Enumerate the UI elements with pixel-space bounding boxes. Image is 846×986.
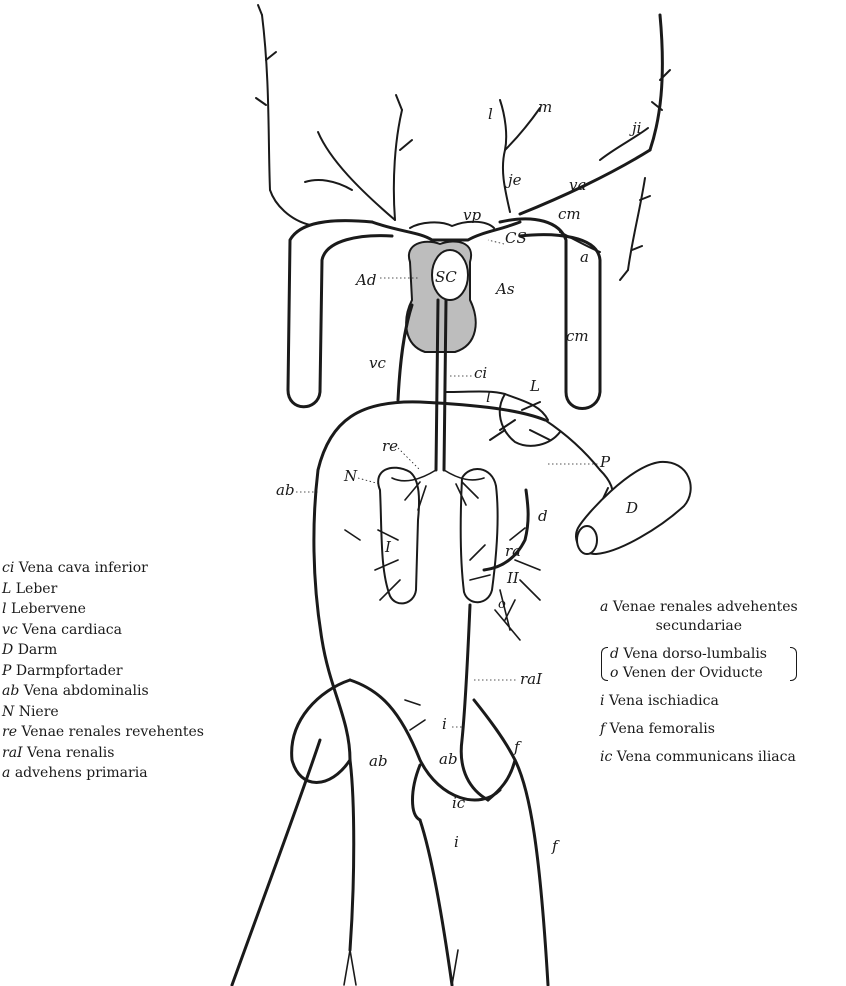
label-rai: raI xyxy=(520,670,543,688)
legend-right-bracket-group: d Vena dorso-lumbalis o Venen der Oviduc… xyxy=(600,645,798,683)
label-vc: vc xyxy=(369,354,386,372)
legend-left-row-ci: ci Vena cava inferior xyxy=(2,558,204,579)
label-darm: D xyxy=(625,499,638,517)
label-va: va xyxy=(569,176,586,194)
label-ab-lower-mid: ab xyxy=(439,750,458,768)
legend-left: ci Vena cava inferior L Leber l Leberven… xyxy=(2,558,204,784)
legend-right-row-o: o Venen der Oviducte xyxy=(610,664,788,683)
label-l: l xyxy=(488,105,493,123)
left-forelimb-veins xyxy=(288,221,392,407)
label-p: P xyxy=(599,453,611,471)
label-vp: vp xyxy=(463,206,481,224)
label-cs: CS xyxy=(505,229,527,247)
label-lebervene: l xyxy=(486,388,491,406)
label-n: N xyxy=(343,467,358,485)
label-ic: ic xyxy=(452,794,466,812)
label-roman-two: II xyxy=(506,569,520,587)
legend-right-row-a: a Venae renales advehentes secundariae xyxy=(600,598,798,636)
label-f-lower: f xyxy=(551,837,560,855)
legend-left-row-niere: N Niere xyxy=(2,702,204,723)
label-roman-one: I xyxy=(384,538,392,556)
label-cm-right: cm xyxy=(566,327,589,345)
label-ab-left: ab xyxy=(276,481,295,499)
label-d: d xyxy=(538,507,548,525)
label-re: re xyxy=(382,437,398,455)
legend-right-row-ic: ic Vena communicans iliaca xyxy=(600,748,798,767)
label-i-upper: i xyxy=(442,715,447,733)
left-arm-branches xyxy=(256,5,412,225)
legend-left-row-darmpfortader: P Darmpfortader xyxy=(2,661,204,682)
label-je: je xyxy=(505,171,522,189)
label-cm-top: cm xyxy=(558,205,581,223)
label-i-lower: i xyxy=(454,833,459,851)
label-liver: L xyxy=(529,377,540,395)
vena-abdominalis xyxy=(292,402,545,800)
label-ad: Ad xyxy=(354,271,376,289)
label-ra: ra xyxy=(505,542,521,560)
legend-left-row-ab: ab Vena abdominalis xyxy=(2,681,204,702)
label-o: o xyxy=(498,597,506,612)
legend-left-row-re: re Venae renales revehentes xyxy=(2,722,204,743)
label-ab-lower-left: ab xyxy=(369,752,388,770)
legend-left-row-darm: D Darm xyxy=(2,640,204,661)
legend-right-row-d: d Vena dorso-lumbalis xyxy=(610,645,788,664)
label-ji: ji xyxy=(629,119,642,137)
legend-right-row-f: f Vena femoralis xyxy=(600,720,798,739)
legend-left-row-a: a advehens primaria xyxy=(2,763,204,784)
legend-right: a Venae renales advehentes secundariae d… xyxy=(600,598,798,776)
legend-right-row-i: i Vena ischiadica xyxy=(600,692,798,711)
label-a: a xyxy=(580,248,589,266)
label-ci: ci xyxy=(474,364,487,382)
legend-left-row-leber: L Leber xyxy=(2,579,204,600)
label-m: m xyxy=(538,98,552,116)
legend-left-row-rai: raI Vena renalis xyxy=(2,743,204,764)
label-sc: SC xyxy=(435,268,457,286)
label-f-upper: f xyxy=(513,738,522,756)
legend-left-row-lebervene: l Lebervene xyxy=(2,599,204,620)
label-as: As xyxy=(494,280,515,298)
legend-left-row-vc: vc Vena cardiaca xyxy=(2,620,204,641)
